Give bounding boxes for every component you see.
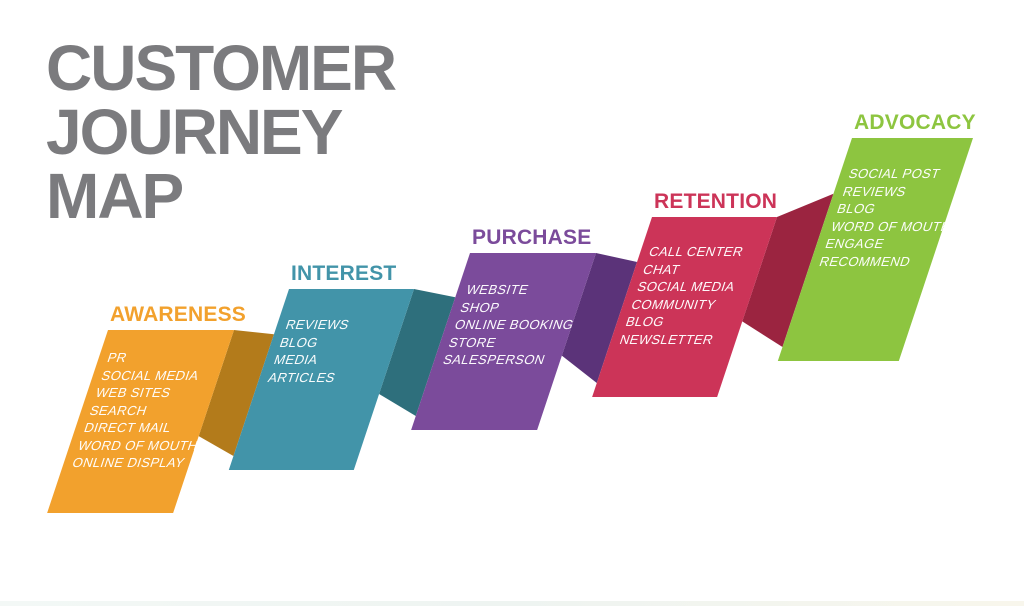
journey-item: SALESPERSON [441, 352, 548, 367]
journey-item: BLOG [277, 334, 321, 350]
journey-item: ARTICLES [266, 369, 338, 385]
journey-item: SOCIAL POST [846, 166, 943, 181]
page-title-line: JOURNEY [46, 96, 343, 168]
journey-item: RECOMMEND [817, 253, 913, 269]
stage-label-purchase: PURCHASE [472, 226, 592, 249]
journey-item: WORD OF MOUTH [829, 218, 954, 234]
journey-item: SOCIAL MEDIA [635, 279, 738, 294]
journey-item: ONLINE BOOKING [452, 317, 577, 332]
journey-item: BLOG [623, 314, 667, 329]
fold-retention [742, 193, 834, 347]
journey-item: WEBSITE [464, 282, 531, 297]
stage-label-awareness: AWARENESS [110, 303, 246, 326]
page-title-line: MAP [46, 160, 184, 232]
journey-item: CALL CENTER [647, 244, 746, 259]
page-title: CUSTOMER JOURNEY MAP [46, 32, 397, 232]
page-title-line: CUSTOMER [46, 32, 397, 104]
journey-item: STORE [446, 334, 499, 350]
journey-item: SEARCH [87, 402, 150, 418]
journey-item: DIRECT MAIL [82, 420, 174, 435]
journey-item: ENGAGE [823, 236, 887, 251]
journey-item: ONLINE DISPLAY [70, 455, 187, 470]
journey-item: SOCIAL MEDIA [99, 367, 202, 383]
stage-label-retention: RETENTION [654, 190, 778, 213]
journey-item: NEWSLETTER [617, 331, 716, 347]
stage-label-interest: INTEREST [291, 262, 397, 285]
journey-item: SHOP [458, 299, 502, 315]
bottom-strip [0, 601, 1024, 606]
journey-item: BLOG [835, 201, 878, 216]
journey-item: CHAT [641, 261, 683, 277]
fold-awareness [198, 330, 274, 456]
journey-item: REVIEWS [283, 317, 352, 332]
fold-purchase [561, 253, 638, 383]
journey-item: COMMUNITY [629, 296, 719, 312]
journey-item: WORD OF MOUTH [76, 437, 201, 453]
journey-item: PR [105, 350, 130, 365]
journey-item: WEB SITES [93, 385, 174, 400]
journey-item: MEDIA [272, 352, 321, 367]
journey-item: REVIEWS [840, 183, 909, 199]
stage-label-advocacy: ADVOCACY [854, 111, 976, 134]
fold-interest [379, 289, 456, 416]
